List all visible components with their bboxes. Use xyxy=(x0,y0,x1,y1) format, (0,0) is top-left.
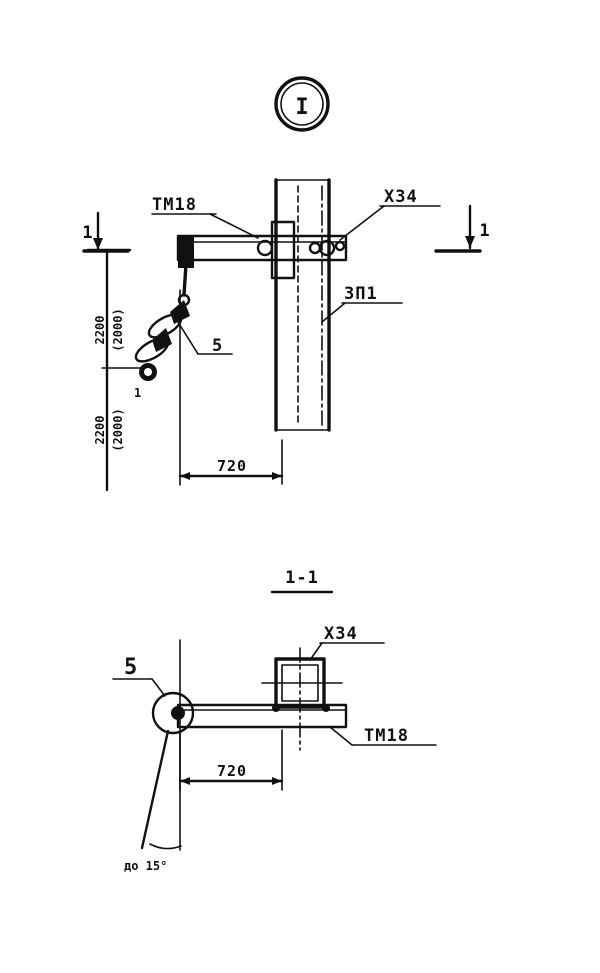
vertical-dimension: 2200 (2000) 2200 (2000) xyxy=(86,248,141,492)
upper-vertical-dim: 2200 xyxy=(93,316,107,345)
detail-marker: I xyxy=(274,76,330,132)
pole-label: ЗП1 xyxy=(321,284,403,323)
lower-vertical-dim: 2200 xyxy=(93,416,107,445)
section-marker-right: 1 xyxy=(434,204,490,253)
clamp-label-top: Х34 xyxy=(339,187,441,241)
section-bracket-label-text: ТМ18 xyxy=(364,726,409,746)
bracket-label-section: ТМ18 xyxy=(329,726,437,746)
clamp-label-section: Х34 xyxy=(309,624,385,661)
bracket-label-text: ТМ18 xyxy=(152,195,197,215)
angle-label: до 15° xyxy=(124,859,167,873)
section-title-text: 1-1 xyxy=(285,568,319,588)
section-marker-left-label: 1 xyxy=(82,223,93,243)
insulator-label-section: 5 xyxy=(112,655,166,697)
top-offset-dim: 720 xyxy=(217,457,247,475)
pole xyxy=(274,178,331,432)
item-1-label-text: 1 xyxy=(134,386,141,400)
insulator-string xyxy=(134,262,191,381)
clamp-label-text: Х34 xyxy=(384,187,418,207)
insulator-section xyxy=(151,639,195,791)
section-title: 1-1 xyxy=(270,568,334,594)
section-marker-left: 1 xyxy=(82,211,130,253)
bracket-label-top: ТМ18 xyxy=(151,195,259,239)
bracket-top xyxy=(176,220,348,280)
horizontal-dimension-top: 720 xyxy=(178,439,284,485)
clamp-section xyxy=(261,647,343,751)
lower-vertical-dim-alt: (2000) xyxy=(111,408,125,451)
horizontal-dimension-section: 720 xyxy=(178,729,284,791)
section-offset-dim: 720 xyxy=(217,762,247,780)
upper-vertical-dim-alt: (2000) xyxy=(111,308,125,351)
angle-indicator: до 15° xyxy=(124,729,182,873)
pole-label-text: ЗП1 xyxy=(344,284,378,304)
item-1-label: 1 xyxy=(134,386,141,400)
section-marker-right-label: 1 xyxy=(479,221,490,241)
detail-marker-label: I xyxy=(295,95,308,120)
section-insulator-label-text: 5 xyxy=(124,655,137,680)
insulator-label-text: 5 xyxy=(212,336,223,356)
section-clamp-label-text: Х34 xyxy=(324,624,358,644)
insulator-label-top: 5 xyxy=(177,321,233,356)
